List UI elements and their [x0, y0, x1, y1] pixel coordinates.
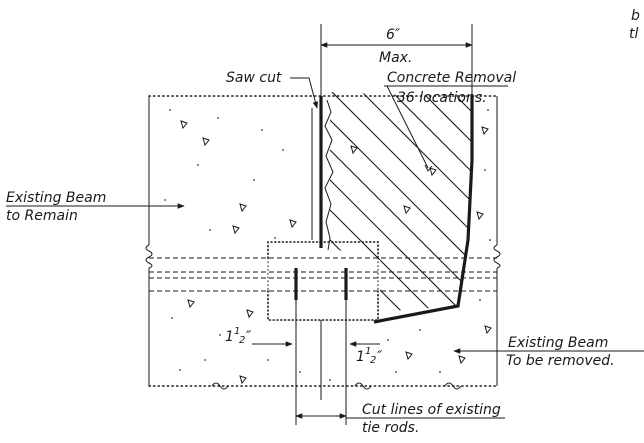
dimension-6-in: 6″ [386, 27, 401, 43]
dim-left-unit: ″ [246, 329, 252, 345]
existing-beam-remain-callout: Existing Beam to Remain [6, 190, 185, 224]
dotted-plate-outline [267, 241, 379, 321]
concrete-removal-label-1: Concrete Removal [387, 70, 516, 86]
dim-left-den: 2 [239, 335, 245, 346]
cut-lines-callout: Cut lines of existing tie rods. [346, 402, 505, 436]
dim-right-label: 1 1 2 ″ [356, 346, 383, 366]
dimension-max: Max. [379, 50, 412, 66]
dim-left-whole: 1 [225, 329, 234, 345]
existing-beam-remain-label-1: Existing Beam [6, 190, 106, 206]
removal-boundary [373, 96, 474, 324]
dim-right-unit: ″ [377, 349, 383, 365]
tie-rod-lines [149, 257, 497, 292]
saw-cut-label: Saw cut [226, 70, 282, 86]
bottom-dimensions [252, 300, 380, 425]
beam-outline [145, 95, 501, 390]
corner-fragment-text-1: b [631, 8, 640, 24]
concrete-removal-label-2: 36 locations. [397, 90, 487, 106]
saw-cut-line [311, 96, 334, 251]
dim-right-num: 1 [365, 346, 371, 357]
dim-right-whole: 1 [356, 349, 365, 365]
cut-lines-label-1: Cut lines of existing [362, 402, 501, 418]
corner-fragment-text-2: tl [629, 26, 638, 42]
existing-beam-removed-callout: Existing Beam To be removed. [453, 335, 644, 369]
tie-rod-cut-marks [294, 268, 348, 300]
concrete-removal-callout: Concrete Removal 36 locations. [384, 70, 516, 172]
saw-cut-callout: Saw cut [226, 70, 319, 109]
existing-beam-remain-label-2: to Remain [6, 208, 78, 224]
cut-lines-label-2: tie rods. [362, 420, 419, 436]
aggregate-specks [164, 109, 492, 385]
existing-beam-removed-label-2: To be removed. [506, 353, 615, 369]
dim-left-num: 1 [234, 326, 240, 337]
top-dimension: 6″ Max. [320, 24, 473, 98]
existing-beam-removed-label-1: Existing Beam [508, 335, 608, 351]
dim-left-label: 1 1 2 ″ [225, 326, 252, 346]
dim-right-den: 2 [370, 355, 376, 366]
